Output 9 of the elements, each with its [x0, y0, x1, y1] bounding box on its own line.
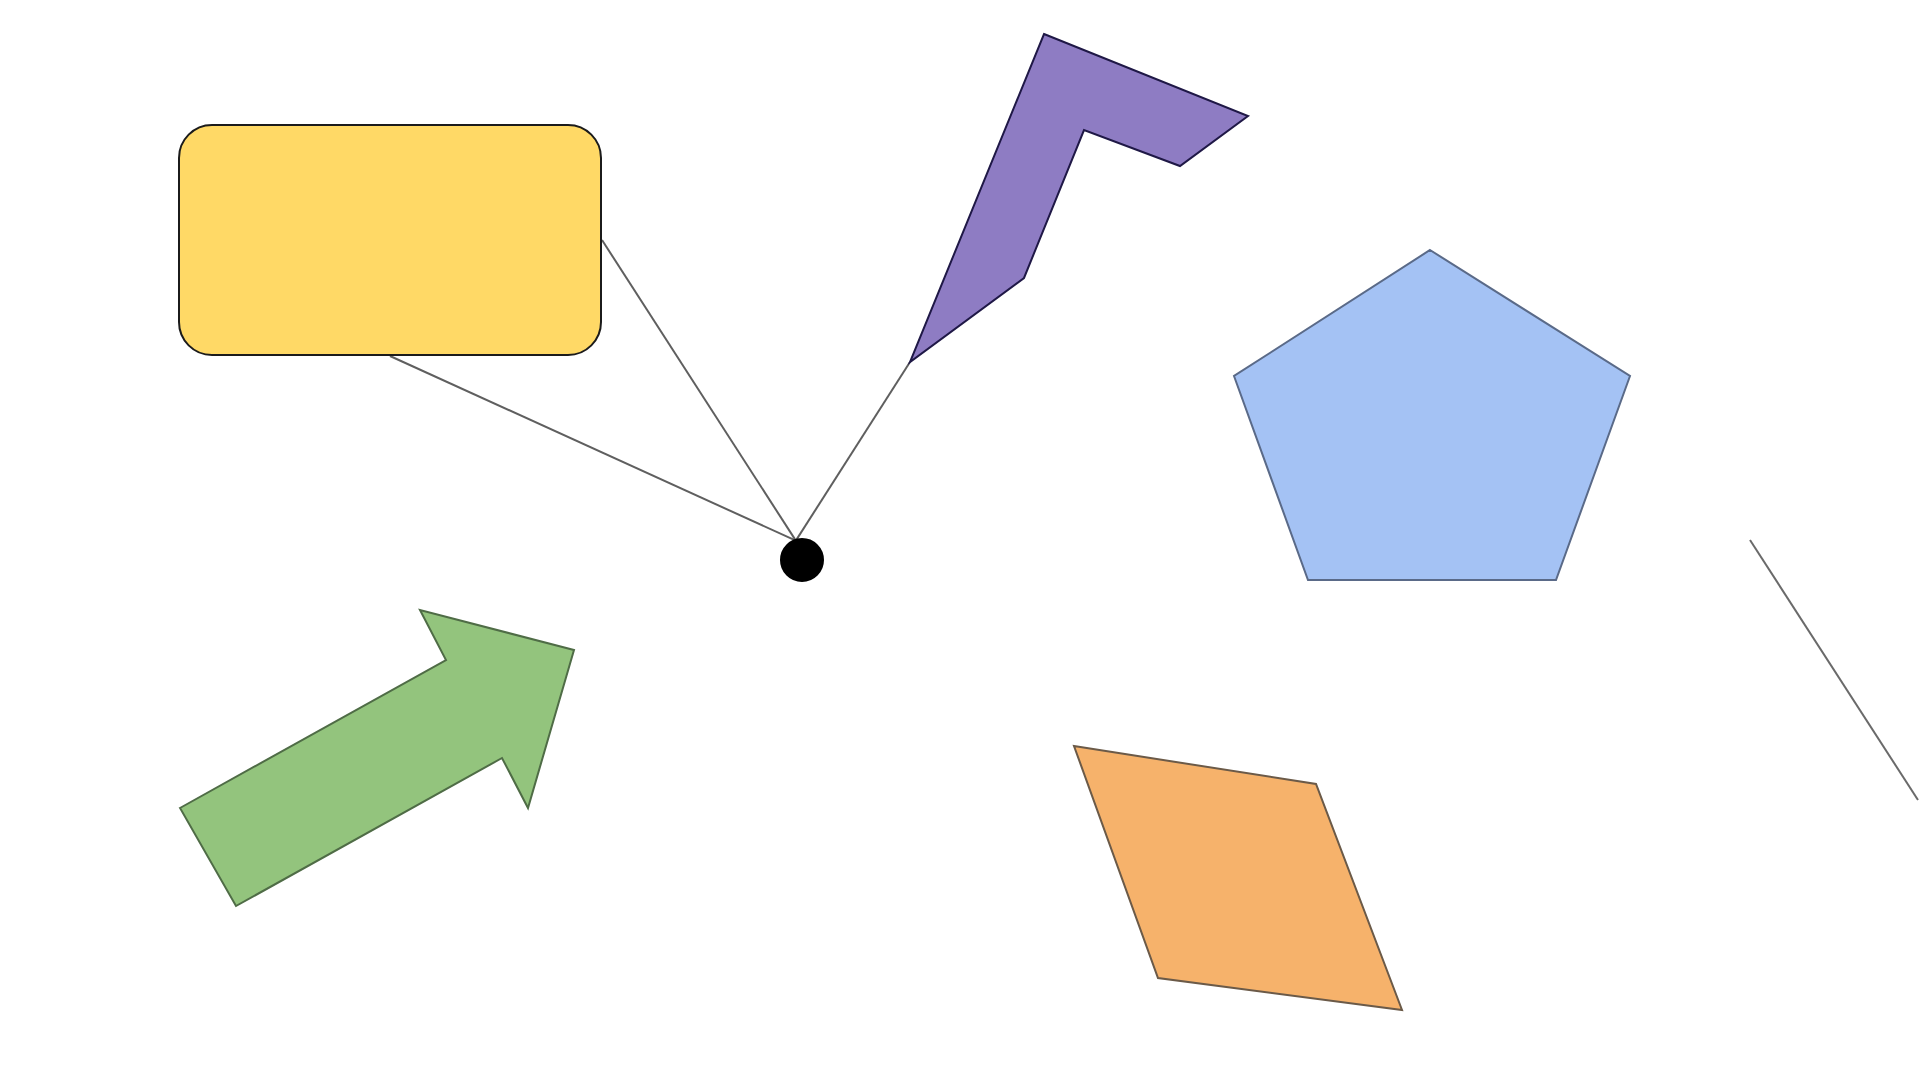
pentagon	[1234, 250, 1630, 580]
block-arrow	[180, 610, 574, 906]
dot	[780, 538, 824, 582]
connector-line	[389, 355, 797, 542]
parallelogram	[1074, 746, 1402, 1010]
connector-line	[601, 239, 797, 542]
rounded-box	[178, 124, 602, 356]
chevron-shape	[910, 34, 1248, 362]
connector-line	[794, 361, 911, 542]
